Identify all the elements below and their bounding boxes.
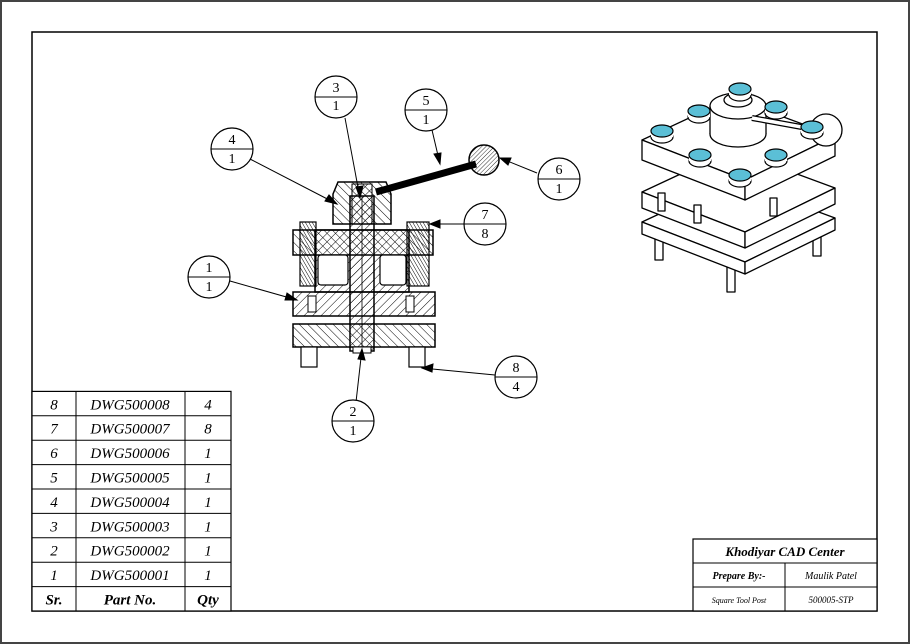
bom-qty: 1 xyxy=(204,446,212,462)
bom-part-no: DWG500007 xyxy=(89,422,171,438)
balloon-5: 5 1 xyxy=(404,88,448,132)
balloon-1: 1 1 xyxy=(187,255,231,299)
prepared-by: Maulik Patel xyxy=(804,571,857,582)
bom-part-no: DWG500002 xyxy=(89,544,170,560)
bom-part-no: DWG500003 xyxy=(89,519,169,535)
bom-sr: 4 xyxy=(50,495,58,511)
bom-qty: 1 xyxy=(204,519,212,535)
clamp-screw-left xyxy=(299,221,317,287)
balloon-qty: 1 xyxy=(229,152,236,167)
balloon-item: 8 xyxy=(513,361,520,376)
bom-sr: 6 xyxy=(50,446,58,462)
dowel-right xyxy=(408,346,426,368)
bolt-heads xyxy=(650,82,824,188)
bom-sr: 5 xyxy=(50,471,58,487)
balloon-4: 4 1 xyxy=(210,127,254,171)
bom-part-no: DWG500001 xyxy=(89,568,169,584)
clamp-screw-right xyxy=(406,221,430,287)
bom-sr: 7 xyxy=(50,422,59,438)
balloon-qty: 1 xyxy=(206,280,213,295)
balloon-item: 4 xyxy=(229,133,236,148)
bom-qty: 8 xyxy=(204,422,212,438)
bom-qty: 4 xyxy=(204,397,212,413)
leaders xyxy=(229,117,538,403)
balloon-item: 7 xyxy=(482,208,489,223)
bom-part-no: DWG500006 xyxy=(89,446,170,462)
balloon-qty: 4 xyxy=(513,380,520,395)
drawing-number: 500005-STP xyxy=(809,595,855,605)
balloons: 3 1 5 1 4 1 6 1 7 8 xyxy=(187,75,581,443)
balloon-item: 6 xyxy=(556,163,563,178)
bom-part-no: DWG500004 xyxy=(89,495,170,511)
balloon-3: 3 1 xyxy=(314,75,358,119)
bom-header-qty: Qty xyxy=(197,593,219,609)
balloon-item: 3 xyxy=(333,81,340,96)
balloon-qty: 1 xyxy=(423,113,430,128)
bom-sr: 8 xyxy=(50,397,58,413)
balloon-qty: 1 xyxy=(556,182,563,197)
balloon-qty: 8 xyxy=(482,227,489,242)
handle-ball xyxy=(468,144,500,176)
balloon-7: 7 8 xyxy=(463,202,507,246)
bom-qty: 1 xyxy=(204,568,212,584)
balloon-6: 6 1 xyxy=(537,157,581,201)
drawing-frame xyxy=(31,31,878,612)
balloon-2: 2 1 xyxy=(331,399,375,443)
bom-qty: 1 xyxy=(204,495,212,511)
balloon-item: 5 xyxy=(423,94,430,109)
dowel-left xyxy=(300,346,318,368)
bom-header-sr: Sr. xyxy=(45,593,62,609)
bom-qty: 1 xyxy=(204,544,212,560)
drawing-title: Square Tool Post xyxy=(712,596,767,605)
bom-qty: 1 xyxy=(204,471,212,487)
bom-part-no: DWG500008 xyxy=(89,397,170,413)
balloon-qty: 1 xyxy=(350,424,357,439)
bom-part-no: DWG500005 xyxy=(89,471,170,487)
title-block: Khodiyar CAD Center Prepare By:- Maulik … xyxy=(692,538,878,612)
prepared-label: Prepare By:- xyxy=(712,571,765,582)
bom-sr: 2 xyxy=(50,544,58,560)
company-name: Khodiyar CAD Center xyxy=(724,544,845,559)
bom-sr: 1 xyxy=(50,568,58,584)
bom-sr: 3 xyxy=(49,519,58,535)
balloon-item: 1 xyxy=(206,261,213,276)
bom-header-part: Part No. xyxy=(104,593,157,609)
balloon-qty: 1 xyxy=(333,99,340,114)
balloon-8: 8 4 xyxy=(494,355,538,399)
balloon-item: 2 xyxy=(350,405,357,420)
